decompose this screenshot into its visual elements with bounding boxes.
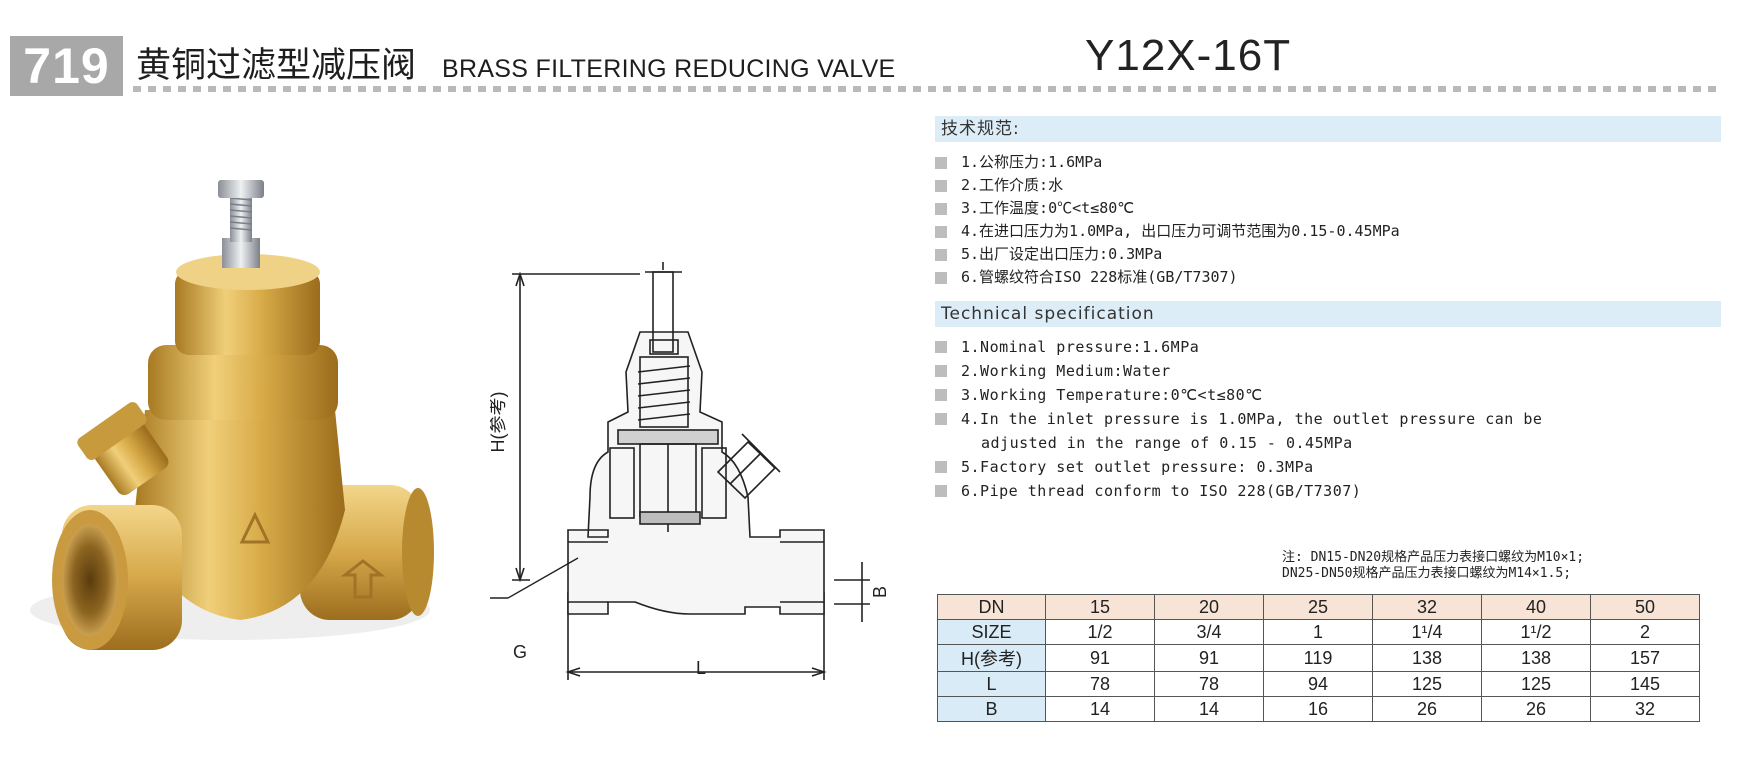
- table-cell: 26: [1481, 696, 1591, 722]
- table-cell: 1: [1263, 619, 1373, 645]
- spec-item-cn: 6.管螺纹符合ISO 228标准(GB/T7307): [935, 266, 1400, 289]
- spec-heading-cn: 技术规范:: [935, 116, 1721, 142]
- note-line-2: DN25-DN50规格产品压力表接口螺纹为M14×1.5;: [1282, 566, 1572, 581]
- table-cell: 91: [1045, 644, 1155, 672]
- table-cell: 157: [1590, 644, 1700, 672]
- table-cell: 50: [1590, 594, 1700, 620]
- table-row-b: B 14 14 16 26 26 32: [937, 696, 1700, 722]
- label-l: L: [696, 658, 706, 678]
- bullet-square-icon: [935, 461, 947, 473]
- spec-item-en: 3.Working Temperature:0℃<t≤80℃: [935, 383, 1542, 407]
- spec-item-cn: 2.工作介质:水: [935, 174, 1400, 197]
- bullet-square-icon: [935, 248, 947, 261]
- spec-item-en-continuation: adjusted in the range of 0.15 - 0.45MPa: [981, 434, 1353, 452]
- dimension-table: DN 15 20 25 32 40 50 SIZE 1/2 3/4 1 1¹/4…: [937, 594, 1700, 722]
- bullet-square-icon: [935, 225, 947, 238]
- spec-item-cn: 4.在进口压力为1.0MPa, 出口压力可调节范围为0.15-0.45MPa: [935, 220, 1400, 243]
- row-header: L: [937, 671, 1046, 697]
- title-chinese: 黄铜过滤型减压阀: [136, 46, 417, 86]
- table-cell: 138: [1481, 644, 1591, 672]
- table-cell: 14: [1045, 696, 1155, 722]
- table-cell: 20: [1154, 594, 1264, 620]
- spec-item-en: 1.Nominal pressure:1.6MPa: [935, 335, 1542, 359]
- label-h: H(参考): [490, 392, 508, 453]
- table-row-dn: DN 15 20 25 32 40 50: [937, 594, 1700, 620]
- bullet-square-icon: [935, 389, 947, 401]
- table-cell: 78: [1154, 671, 1264, 697]
- table-cell: 2: [1590, 619, 1700, 645]
- table-cell: 145: [1590, 671, 1700, 697]
- bullet-square-icon: [935, 485, 947, 497]
- table-cell: 91: [1154, 644, 1264, 672]
- table-cell: 138: [1372, 644, 1482, 672]
- bullet-square-icon: [935, 365, 947, 377]
- row-header: H(参考): [937, 644, 1046, 672]
- spec-item-cn: 1.公称压力:1.6MPa: [935, 151, 1400, 174]
- table-cell: 32: [1372, 594, 1482, 620]
- bullet-square-icon: [935, 179, 947, 192]
- spec-list-en: 1.Nominal pressure:1.6MPa 2.Working Medi…: [935, 335, 1542, 503]
- cross-section-drawing: H(参考) B G L: [490, 262, 890, 680]
- table-cell: 16: [1263, 696, 1373, 722]
- table-cell: 40: [1481, 594, 1591, 620]
- table-cell: 26: [1372, 696, 1482, 722]
- table-row-l: L 78 78 94 125 125 145: [937, 671, 1700, 697]
- table-cell: 15: [1045, 594, 1155, 620]
- table-cell: 14: [1154, 696, 1264, 722]
- table-row-size: SIZE 1/2 3/4 1 1¹/4 1¹/2 2: [937, 619, 1700, 645]
- spec-list-cn: 1.公称压力:1.6MPa 2.工作介质:水 3.工作温度:0℃<t≤80℃ 4…: [935, 151, 1400, 289]
- table-cell: 125: [1372, 671, 1482, 697]
- model-number: Y12X-16T: [1085, 31, 1292, 80]
- bullet-square-icon: [935, 271, 947, 284]
- table-cell: 125: [1481, 671, 1591, 697]
- label-b: B: [870, 586, 890, 598]
- row-header: B: [937, 696, 1046, 722]
- catalog-number: 719: [10, 36, 123, 96]
- table-cell: 94: [1263, 671, 1373, 697]
- spec-item-en: 4.In the inlet pressure is 1.0MPa, the o…: [935, 407, 1542, 431]
- spec-heading-en: Technical specification: [935, 301, 1721, 327]
- bullet-square-icon: [935, 156, 947, 169]
- table-cell: 1¹/2: [1481, 619, 1591, 645]
- label-g: G: [513, 642, 527, 662]
- table-row-h: H(参考) 91 91 119 138 138 157: [937, 644, 1700, 672]
- row-header: DN: [937, 594, 1046, 620]
- row-header: SIZE: [937, 619, 1046, 645]
- spec-item-en: 6.Pipe thread conform to ISO 228(GB/T730…: [935, 479, 1542, 503]
- bullet-square-icon: [935, 202, 947, 215]
- bullet-square-icon: [935, 413, 947, 425]
- product-photo: [30, 180, 434, 650]
- table-cell: 3/4: [1154, 619, 1264, 645]
- spec-item-cn: 3.工作温度:0℃<t≤80℃: [935, 197, 1400, 220]
- dotted-divider: [133, 86, 1723, 92]
- title-english: BRASS FILTERING REDUCING VALVE: [442, 55, 896, 83]
- spec-item-en: 5.Factory set outlet pressure: 0.3MPa: [935, 455, 1542, 479]
- thread-note: 注: DN15-DN20规格产品压力表接口螺纹为M10×1; DN25-DN50…: [1282, 550, 1584, 582]
- spec-item-en: 2.Working Medium:Water: [935, 359, 1542, 383]
- bullet-square-icon: [935, 341, 947, 353]
- table-cell: 1/2: [1045, 619, 1155, 645]
- table-cell: 25: [1263, 594, 1373, 620]
- spec-item-cn: 5.出厂设定出口压力:0.3MPa: [935, 243, 1400, 266]
- table-cell: 119: [1263, 644, 1373, 672]
- note-line-1: 注: DN15-DN20规格产品压力表接口螺纹为M10×1;: [1282, 550, 1585, 565]
- table-cell: 78: [1045, 671, 1155, 697]
- table-cell: 1¹/4: [1372, 619, 1482, 645]
- table-cell: 32: [1590, 696, 1700, 722]
